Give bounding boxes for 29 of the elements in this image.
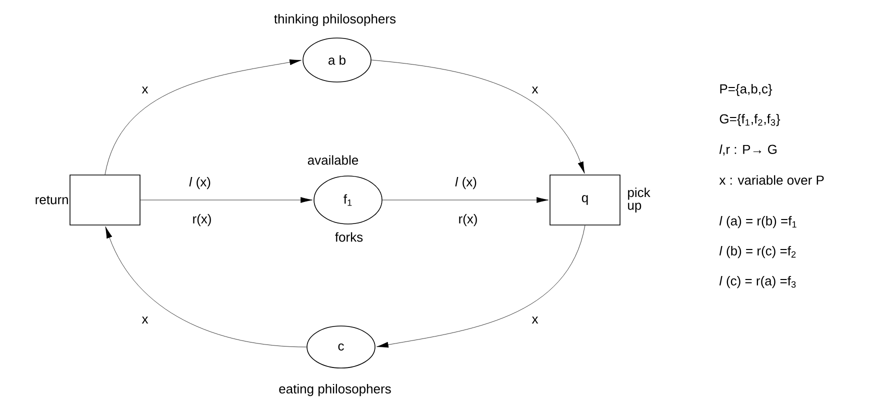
node-caption: return bbox=[36, 196, 68, 204]
annotation: l,r : P→ G bbox=[719, 144, 776, 156]
edge-label: x bbox=[140, 316, 150, 324]
arc-arrow bbox=[382, 197, 548, 203]
annotation: r(x) bbox=[193, 214, 211, 226]
edge-label: l (x) bbox=[454, 176, 478, 190]
transition-box bbox=[70, 174, 140, 226]
annotation: P={a,b,c} bbox=[720, 84, 772, 96]
arc-arrow bbox=[376, 225, 586, 348]
annotation: G={f$_{1}$,f$_{2}$,f$_{3}$} bbox=[720, 114, 780, 126]
arc-arrow bbox=[105, 226, 307, 348]
node-caption: thinking philosophers bbox=[274, 14, 396, 26]
annotation: l (b) = r(c) =f$_{2}$ bbox=[719, 246, 796, 258]
edge-label: x bbox=[530, 316, 540, 324]
annotation: l (c) = r(a) =f$_{3}$ bbox=[719, 276, 796, 288]
node-caption: forks bbox=[335, 232, 363, 242]
annotation: x : variable over P bbox=[719, 175, 824, 185]
annotation: l (a) = r(b) =f$_{1}$ bbox=[719, 216, 796, 228]
edge-label: l (x) bbox=[188, 176, 212, 190]
node-caption: available bbox=[308, 155, 358, 165]
edge-label: x bbox=[140, 86, 150, 94]
annotation: r(x) bbox=[459, 214, 477, 226]
arc-arrow bbox=[104, 59, 302, 175]
node-caption: eating philosophers bbox=[279, 384, 391, 396]
arc-arrow bbox=[371, 60, 585, 174]
node-caption: pick up bbox=[628, 188, 650, 212]
transition-box: q bbox=[550, 174, 620, 226]
edge-label: x bbox=[530, 86, 540, 94]
arc-arrow bbox=[140, 197, 312, 203]
